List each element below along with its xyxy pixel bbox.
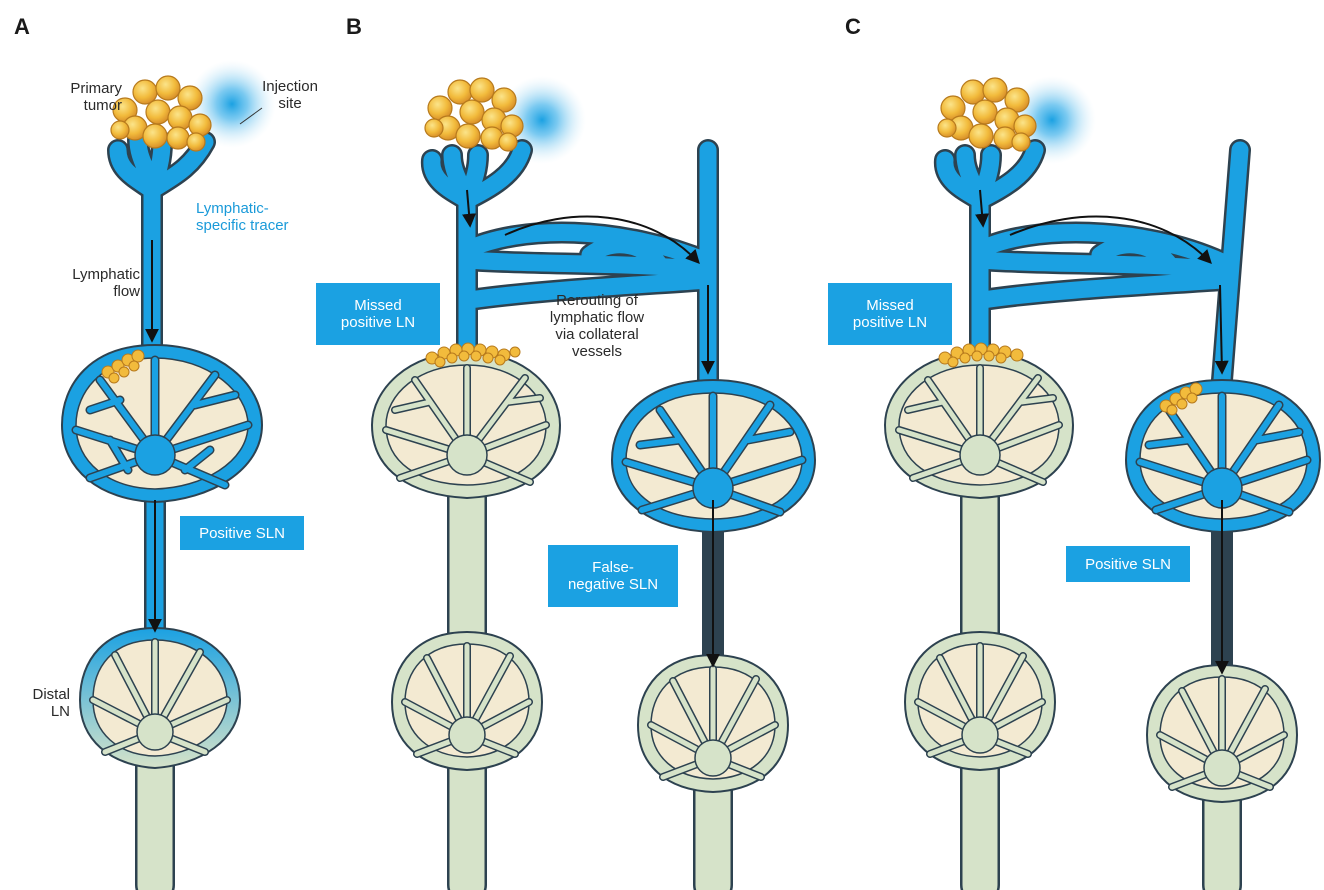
missed-positive-node [885,343,1073,498]
distal-node-left [392,632,542,770]
false-negative-sln-box: False- negative SLN [548,545,678,607]
distal-node-left [905,632,1055,770]
panel-b [372,76,815,885]
injection-site-label: Injection site [250,78,330,112]
rerouting-label: Rerouting of lymphatic flow via collater… [532,292,662,360]
distal-node [80,628,240,768]
positive-sln-box: Positive SLN [180,516,304,550]
panel-a [62,60,276,885]
lymphatic-flow-label: Lymphatic flow [40,266,140,300]
distal-ln-label: Distal LN [20,686,70,720]
panel-c [885,76,1320,885]
distal-node-right [1147,665,1297,802]
positive-sln-box: Positive SLN [1066,546,1190,582]
missed-positive-ln-box: Missed positive LN [316,283,440,345]
tracer-label: Lymphatic- specific tracer [196,200,326,234]
missed-positive-node [372,343,560,498]
primary-tumor-label: Primary tumor [60,80,122,114]
distal-node-right [638,655,788,792]
panel-label-c: C [845,14,861,40]
lymphatic-vessels [118,140,205,885]
panel-label-a: A [14,14,30,40]
sentinel-node [62,345,262,502]
missed-positive-ln-box: Missed positive LN [828,283,952,345]
panel-label-b: B [346,14,362,40]
